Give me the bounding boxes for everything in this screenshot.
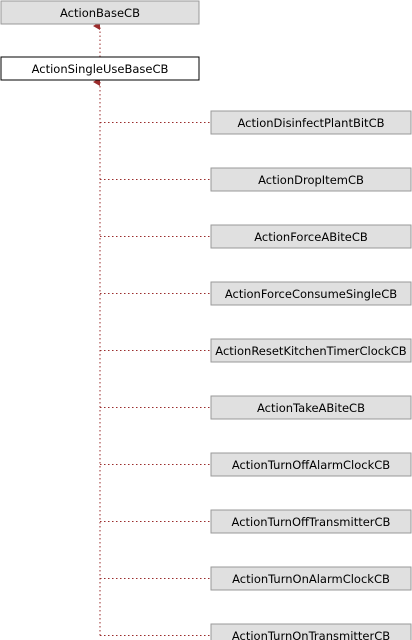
- node-derived-class-box: [210, 566, 412, 591]
- inheritance-edges: [93, 22, 211, 636]
- node-derived-class[interactable]: ActionForceConsumeSingleCB: [210, 281, 412, 306]
- node-derived-class-label: ActionTakeABiteCB: [257, 401, 365, 415]
- node-base-class[interactable]: ActionBaseCB: [0, 0, 200, 25]
- node-focus-class[interactable]: ActionSingleUseBaseCB: [0, 56, 200, 81]
- node-derived-class-box: [210, 623, 412, 640]
- node-derived-class-label: ActionTurnOnAlarmClockCB: [232, 572, 390, 586]
- node-derived-class-box: [210, 281, 412, 306]
- node-focus-class-label: ActionSingleUseBaseCB: [32, 62, 169, 76]
- node-derived-class[interactable]: ActionForceABiteCB: [210, 224, 412, 249]
- node-derived-class-label: ActionForceABiteCB: [254, 230, 368, 244]
- node-derived-class-box: [210, 509, 412, 534]
- node-derived-class[interactable]: ActionResetKitchenTimerClockCB: [210, 338, 412, 363]
- node-derived-class-label: ActionResetKitchenTimerClockCB: [215, 344, 407, 358]
- node-derived-class-label: ActionTurnOffAlarmClockCB: [232, 458, 390, 472]
- node-derived-class[interactable]: ActionTurnOnTransmitterCB: [210, 623, 412, 640]
- node-derived-class[interactable]: ActionDropItemCB: [210, 167, 412, 192]
- node-derived-class-box: [210, 167, 412, 192]
- node-derived-class[interactable]: ActionTurnOnAlarmClockCB: [210, 566, 412, 591]
- node-derived-class-label: ActionTurnOffTransmitterCB: [232, 515, 391, 529]
- node-derived-class[interactable]: ActionTakeABiteCB: [210, 395, 412, 420]
- node-derived-class-label: ActionForceConsumeSingleCB: [225, 287, 397, 301]
- node-derived-class-box: [210, 395, 412, 420]
- node-derived-class[interactable]: ActionTurnOffAlarmClockCB: [210, 452, 412, 477]
- node-derived-class-box: [210, 338, 412, 363]
- node-derived-class-box: [210, 110, 412, 135]
- node-derived-class-box: [210, 224, 412, 249]
- node-derived-class[interactable]: ActionTurnOffTransmitterCB: [210, 509, 412, 534]
- derived-class-nodes: ActionDisinfectPlantBitCB ActionDropItemC…: [210, 110, 412, 640]
- node-base-class-label: ActionBaseCB: [60, 6, 140, 20]
- node-derived-class-label: ActionDisinfectPlantBitCB: [238, 116, 385, 130]
- node-derived-class[interactable]: ActionDisinfectPlantBitCB: [210, 110, 412, 135]
- node-derived-class-label: ActionTurnOnTransmitterCB: [232, 629, 390, 640]
- node-derived-class-label: ActionDropItemCB: [258, 173, 364, 187]
- node-derived-class-box: [210, 452, 412, 477]
